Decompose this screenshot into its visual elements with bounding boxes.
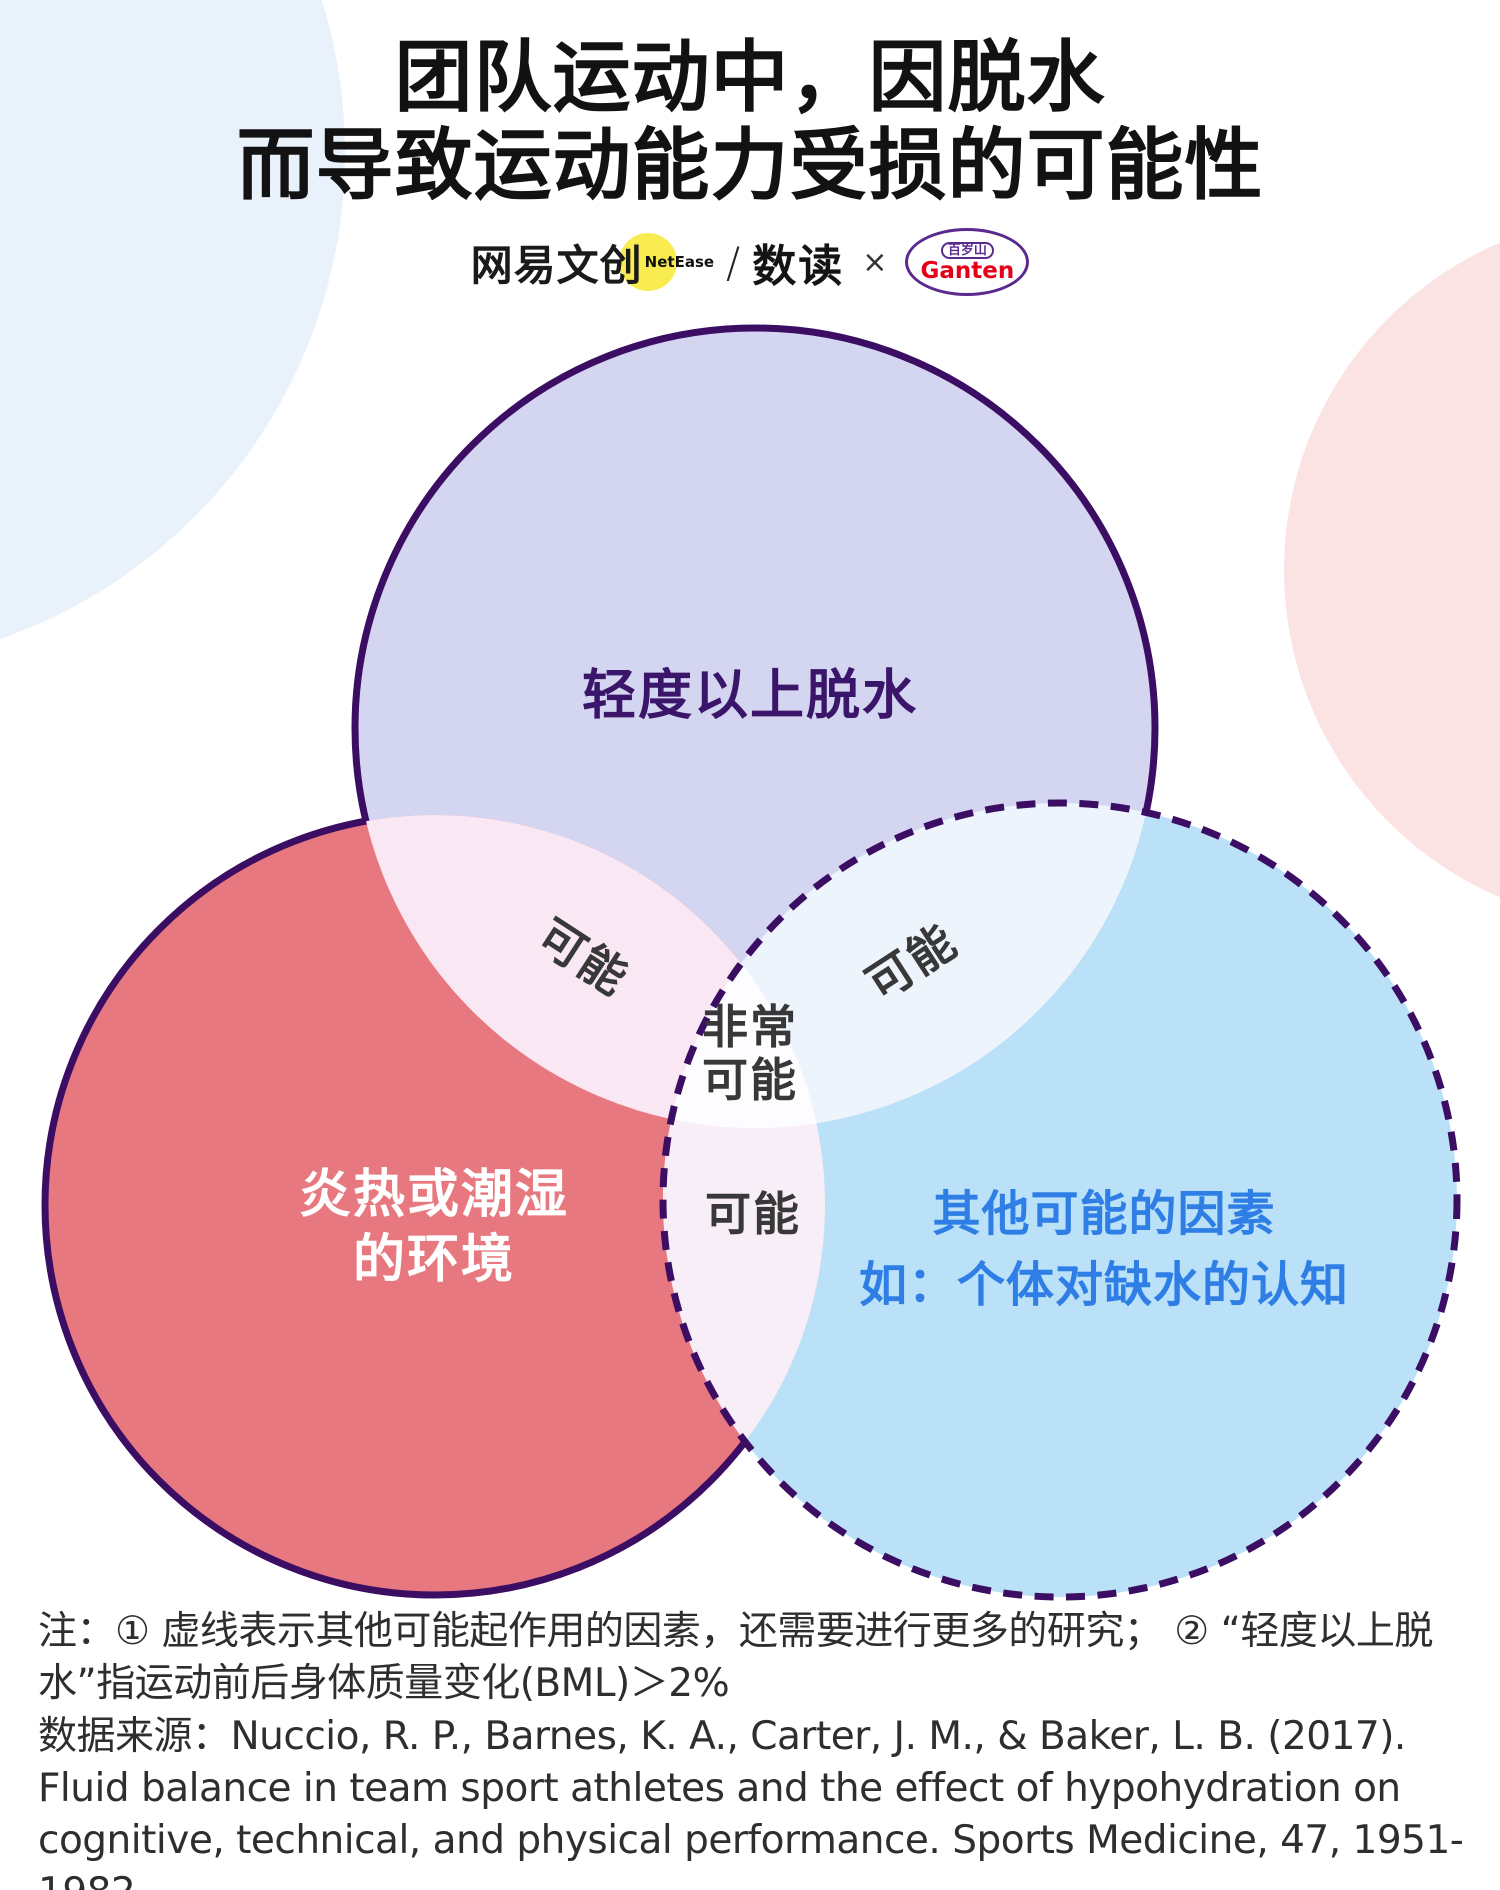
- overlap-dehydration-environment: [355, 815, 825, 1128]
- venn-outline-other-factors-dashed: [659, 799, 1461, 1601]
- page-title-line2: 而导致运动能力受损的可能性: [236, 121, 1264, 212]
- logo-row: 网易文创 NetEase / 数读 × 百岁山 Ganten: [0, 228, 1500, 296]
- netease-en-logotype: NetEase: [644, 253, 715, 271]
- footnotes: 注：① 虚线表示其他可能起作用的因素，还需要进行更多的研究； ② “轻度以上脱水…: [38, 1606, 1486, 1890]
- circle-label-environment: 炎热或潮湿 的环境: [299, 1163, 569, 1293]
- venn-outline-dehydration: [351, 324, 1159, 1132]
- circle-label-dehydration: 轻度以上脱水: [582, 663, 918, 727]
- overlap-label-all-three: 非常 可能: [702, 1001, 798, 1107]
- ganten-en-logotype: Ganten: [920, 257, 1015, 284]
- page-title: 团队运动中，因脱水 而导致运动能力受损的可能性: [0, 34, 1500, 210]
- ganten-logo: 百岁山 Ganten: [905, 228, 1030, 296]
- data-source-text: 数据来源：Nuccio, R. P., Barnes, K. A., Carte…: [38, 1713, 1464, 1890]
- circle-label-other-factors: 其他可能的因素 如：个体对缺水的认知: [859, 1179, 1349, 1321]
- circle-label-environment-line2: 的环境: [352, 1230, 516, 1290]
- overlap-label-all-three-line2: 可能: [702, 1053, 798, 1107]
- overlap-label-environment-other: 可能: [705, 1187, 801, 1241]
- overlap-label-all-three-line1: 非常: [702, 1000, 798, 1055]
- page-title-line1: 团队运动中，因脱水: [394, 33, 1106, 123]
- decor-circle-top-right: [1284, 242, 1500, 898]
- netease-cn-logotype: 网易文创: [470, 240, 643, 290]
- netease-yellow-dot-icon: [618, 233, 677, 291]
- logo-separator: /: [726, 237, 741, 287]
- logo-cross-icon: ×: [862, 244, 888, 280]
- circle-label-other-factors-line1: 其他可能的因素: [932, 1185, 1276, 1242]
- venn-outline-environment: [41, 811, 829, 1599]
- netease-logo: 网易文创 NetEase: [471, 232, 714, 293]
- overlap-dehydration-other: [663, 803, 1155, 1128]
- shudu-logotype: 数读: [752, 241, 845, 292]
- ganten-cn-logotype: 百岁山: [940, 241, 994, 259]
- footnote-text: 注：① 虚线表示其他可能起作用的因素，还需要进行更多的研究； ② “轻度以上脱水…: [38, 1609, 1433, 1707]
- circle-label-environment-line1: 炎热或潮湿: [298, 1165, 570, 1225]
- circle-label-other-factors-line2: 如：个体对缺水的认知: [858, 1257, 1350, 1313]
- decor-circle-top-left: [0, 0, 345, 639]
